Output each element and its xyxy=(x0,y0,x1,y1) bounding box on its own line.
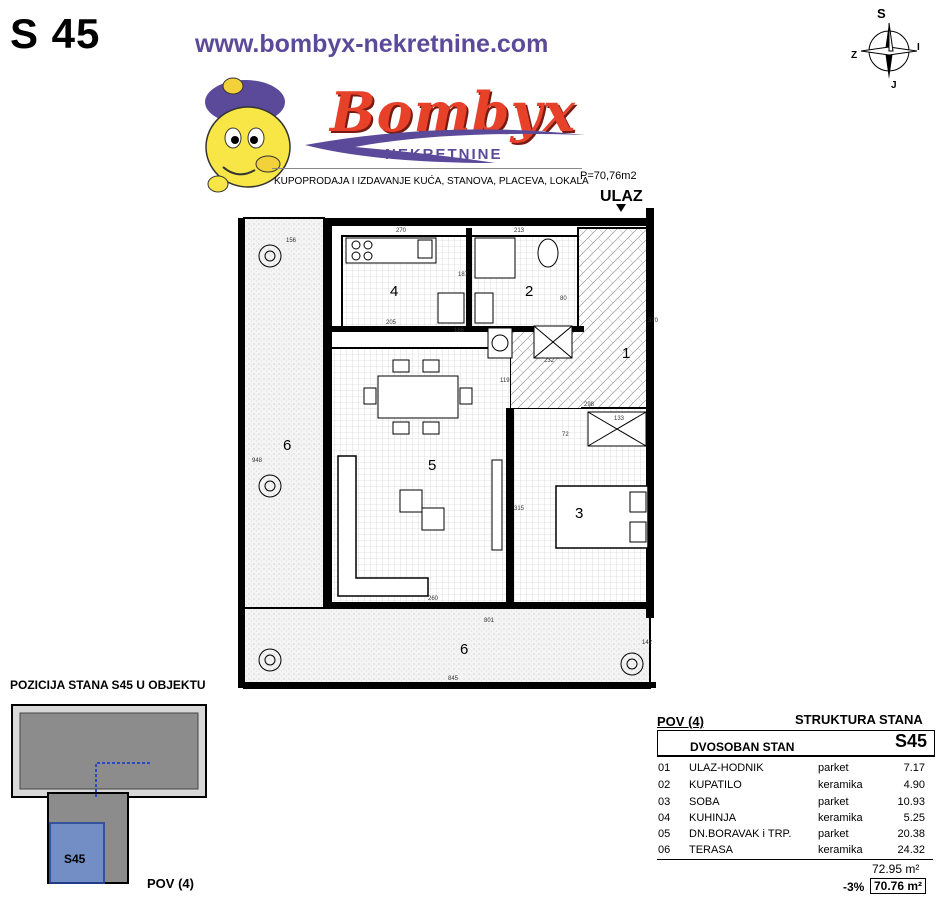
dim-label: 72 xyxy=(562,432,569,438)
room-name: DN.BORAVAK i TRP. xyxy=(689,828,792,840)
list-item: 06 TERASA keramika 24.32 xyxy=(658,844,933,860)
dim-label: 205 xyxy=(386,320,397,326)
brand-subtitle: NEKRETNINE xyxy=(385,146,503,163)
compass-north: S xyxy=(877,6,886,21)
dim-label: 232 xyxy=(544,358,555,364)
room-name: TERASA xyxy=(689,844,734,856)
room-name: KUHINJA xyxy=(689,812,737,824)
room-material: keramika xyxy=(818,812,863,824)
dim-label: 186 xyxy=(454,328,465,334)
room-num-6-bottom: 6 xyxy=(460,641,468,658)
compass-west: Z xyxy=(851,50,858,61)
room-num: 02 xyxy=(658,779,671,791)
room-area: 10.93 xyxy=(897,796,925,808)
total-area-label: P=70,76m2 xyxy=(580,170,637,182)
dim-label: 298 xyxy=(584,402,595,408)
dim-label: 801 xyxy=(484,618,495,624)
room-num-2: 2 xyxy=(525,283,533,300)
room-area: 5.25 xyxy=(903,812,925,824)
website-link[interactable]: www.bombyx-nekretnine.com xyxy=(195,30,549,58)
room-num: 01 xyxy=(658,762,671,774)
room-material: parket xyxy=(818,796,849,808)
room-num-5: 5 xyxy=(428,457,436,474)
dim-label: 142 xyxy=(642,640,653,646)
divider xyxy=(657,859,933,860)
room-num-6-side: 6 xyxy=(283,437,291,454)
room-material: parket xyxy=(818,828,849,840)
dim-label: 156 xyxy=(286,238,297,244)
room-name: KUPATILO xyxy=(689,779,742,791)
list-item: 02 KUPATILO keramika 4.90 xyxy=(658,779,933,795)
compass-rose-icon xyxy=(860,22,918,79)
brand-swoosh xyxy=(305,129,585,163)
gross-total: 72.95 m² xyxy=(872,862,920,876)
room-num: 06 xyxy=(658,844,671,856)
floor-plan: 1 2 3 4 5 6 6 156 270 213 205 186 232 29… xyxy=(238,204,659,689)
compass-east: I xyxy=(917,42,920,53)
dim-label: 370 xyxy=(648,318,659,324)
slogan: KUPOPRODAJA I IZDAVANJE KUĆA, STANOVA, P… xyxy=(274,176,589,187)
position-highlight-label: S45 xyxy=(64,852,86,866)
room-area: 20.38 xyxy=(897,828,925,840)
dim-label: 270 xyxy=(396,228,407,234)
room-name: SOBA xyxy=(689,796,720,808)
dim-label: 260 xyxy=(428,596,439,602)
position-title: POZICIJA STANA S45 U OBJEKTU xyxy=(10,678,206,692)
dim-label: 119 xyxy=(500,378,510,384)
apartment-code: S 45 xyxy=(10,10,101,57)
dim-label: 315 xyxy=(514,506,525,512)
room-num: 04 xyxy=(658,812,671,824)
room-num-3: 3 xyxy=(575,505,583,522)
dim-label: 845 xyxy=(448,676,459,682)
structure-header-box xyxy=(657,730,935,757)
divider xyxy=(272,168,582,169)
list-item: 05 DN.BORAVAK i TRP. parket 20.38 xyxy=(658,828,933,844)
structure-code: S45 xyxy=(895,731,928,751)
room-area: 24.32 xyxy=(897,844,925,856)
room-material: parket xyxy=(818,762,849,774)
dim-label: 213 xyxy=(514,228,525,234)
building-position-map: S45 xyxy=(11,704,207,884)
entrance-label: ULAZ xyxy=(600,188,643,205)
structure-title: STRUKTURA STANA xyxy=(795,712,923,727)
room-name: ULAZ-HODNIK xyxy=(689,762,764,774)
list-item: 03 SOBA parket 10.93 xyxy=(658,796,933,812)
room-num: 05 xyxy=(658,828,671,840)
list-item: 04 KUHINJA keramika 5.25 xyxy=(658,812,933,828)
compass-south: J xyxy=(891,80,897,91)
room-material: keramika xyxy=(818,779,863,791)
room-material: keramika xyxy=(818,844,863,856)
structure-floor: POV (4) xyxy=(657,714,704,729)
reduction-percent: -3% xyxy=(843,880,865,894)
room-num-4: 4 xyxy=(390,283,398,300)
room-area: 7.17 xyxy=(903,762,925,774)
dim-label: 187 xyxy=(458,272,469,278)
room-num-1: 1 xyxy=(622,345,630,362)
apartment-type: DVOSOBAN STAN xyxy=(690,740,795,754)
room-area: 4.90 xyxy=(903,779,925,791)
room-num: 03 xyxy=(658,796,671,808)
floor-label: POV (4) xyxy=(147,876,194,891)
dim-label: 80 xyxy=(560,296,567,302)
list-item: 01 ULAZ-HODNIK parket 7.17 xyxy=(658,762,933,778)
mascot-logo xyxy=(205,77,291,193)
net-total: 70.76 m² xyxy=(870,878,927,894)
dim-label: 948 xyxy=(252,458,263,464)
dim-label: 133 xyxy=(614,416,625,422)
